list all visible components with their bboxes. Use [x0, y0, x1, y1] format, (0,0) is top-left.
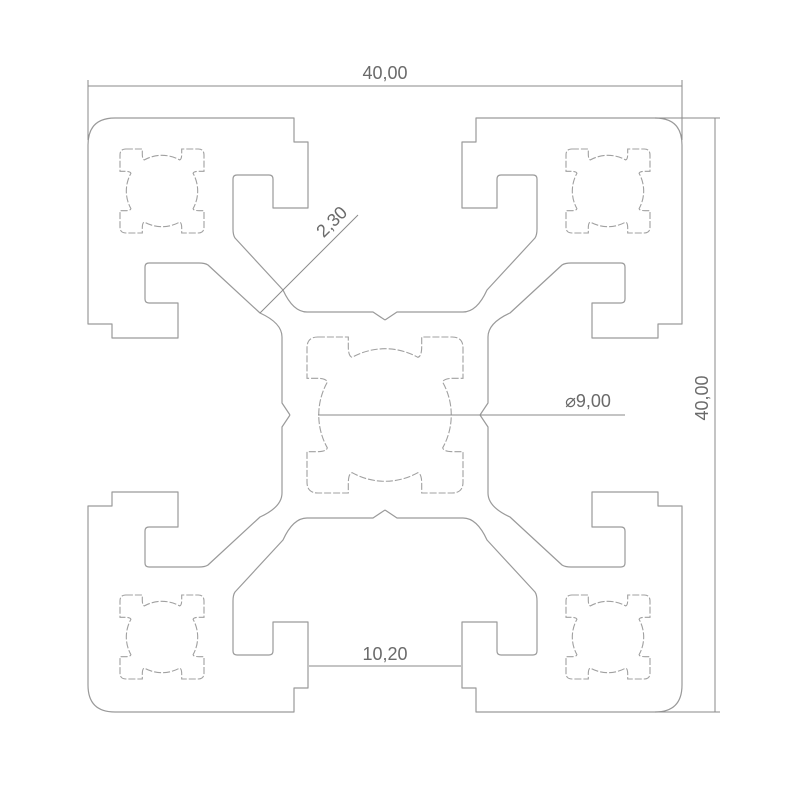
web-thickness-line: [259, 214, 359, 314]
quadrant-top-left: [87, 117, 386, 416]
quadrant-bottom-right: [384, 414, 683, 713]
slot-opening-label: 10,20: [362, 644, 407, 664]
quadrant-bottom-left: [87, 414, 386, 713]
web-thickness-label: 2,30: [312, 202, 351, 241]
height-dimension-label: 40,00: [692, 375, 712, 420]
corner-hole-top-right: [565, 148, 651, 234]
quadrant-top-right: [384, 117, 683, 416]
height-dimension: 40,00: [655, 117, 720, 713]
corner-hole-top-left: [119, 148, 205, 234]
width-dimension: 40,00: [87, 63, 683, 140]
slot-opening-dimension: 10,20: [309, 644, 461, 667]
bore-diameter-dimension: ⌀9,00: [318, 391, 625, 416]
corner-hole-bottom-left: [119, 594, 205, 680]
bore-diameter-label: ⌀9,00: [565, 391, 611, 411]
web-thickness-dimension: 2,30: [259, 202, 359, 314]
center-bore-hole: [306, 336, 464, 494]
corner-hole-bottom-right: [565, 594, 651, 680]
width-dimension-label: 40,00: [362, 63, 407, 83]
profile-outline: [87, 117, 683, 713]
